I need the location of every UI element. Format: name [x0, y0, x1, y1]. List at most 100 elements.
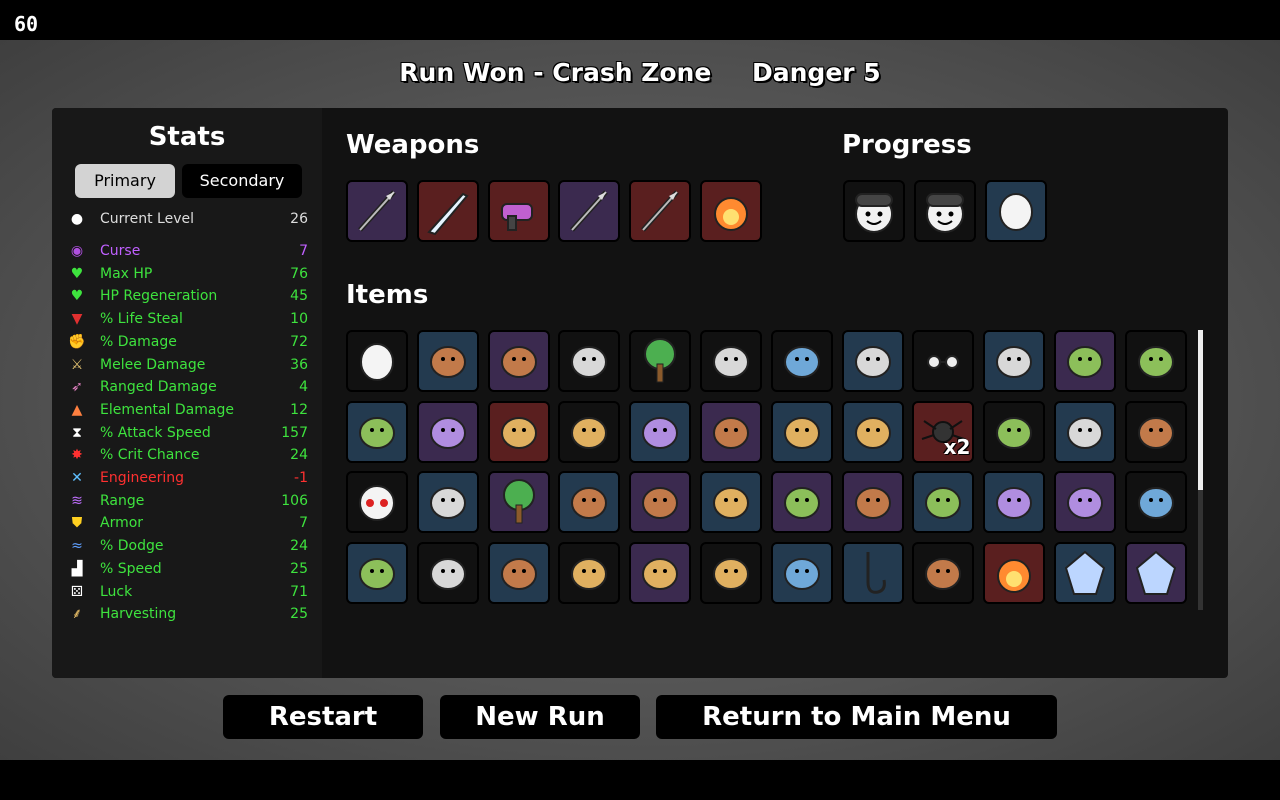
- item-slot[interactable]: [841, 400, 904, 463]
- item-slot[interactable]: [346, 330, 408, 392]
- item-slot[interactable]: [1054, 400, 1116, 463]
- item-slot[interactable]: [1054, 542, 1116, 605]
- item-slot[interactable]: [912, 330, 975, 392]
- item-slot[interactable]: [487, 330, 550, 392]
- item-slot[interactable]: [629, 330, 692, 392]
- stat-label: Current Level: [100, 211, 194, 227]
- item-slot[interactable]: [983, 400, 1046, 463]
- item-slot[interactable]: [1124, 400, 1187, 463]
- stat-value: 10: [290, 311, 308, 328]
- progress-slot[interactable]: [843, 180, 905, 242]
- item-slot[interactable]: [346, 471, 408, 534]
- tab-secondary[interactable]: Secondary: [182, 164, 302, 198]
- item-slot[interactable]: [770, 471, 833, 534]
- item-slot[interactable]: [841, 542, 904, 605]
- item-slot[interactable]: [912, 542, 975, 605]
- item-slot[interactable]: [416, 542, 479, 605]
- item-slot[interactable]: [416, 400, 479, 463]
- fedora-character-icon: [916, 182, 974, 240]
- item-slot[interactable]: x2: [912, 400, 975, 463]
- item-slot[interactable]: [700, 542, 762, 605]
- treasure-map-icon: [773, 544, 831, 602]
- heart-plus-icon: ♥: [70, 288, 84, 305]
- boot-icon: ▟: [71, 560, 83, 577]
- item-slot[interactable]: [983, 471, 1046, 534]
- stat-value: 25: [290, 606, 308, 623]
- flame-icon: ▲: [71, 401, 83, 418]
- main-menu-button[interactable]: Return to Main Menu: [656, 695, 1057, 739]
- item-slot[interactable]: [487, 542, 550, 605]
- curse-eye-icon: ◉: [70, 243, 84, 259]
- stat-label: Armor: [100, 515, 144, 532]
- stat-value: 36: [290, 356, 308, 373]
- item-slot[interactable]: [983, 330, 1046, 392]
- item-slot[interactable]: [558, 542, 621, 605]
- range-waves-icon: ≋: [71, 492, 83, 509]
- items-scrollbar-thumb[interactable]: [1198, 330, 1203, 490]
- progress-slot[interactable]: [984, 180, 1047, 242]
- item-slot[interactable]: [487, 400, 550, 463]
- sword-icon: ⚔: [70, 356, 84, 373]
- weapon-slot[interactable]: [487, 180, 550, 242]
- item-slot[interactable]: [558, 471, 621, 534]
- items-scrollbar[interactable]: [1198, 330, 1203, 610]
- item-slot[interactable]: [770, 330, 833, 392]
- stat-label: Range: [100, 492, 145, 509]
- item-slot[interactable]: [346, 542, 408, 605]
- weapon-slot[interactable]: [558, 180, 621, 242]
- hook-icon: [844, 544, 902, 602]
- dice-icon: ⚄: [70, 583, 84, 600]
- level-up-icon: ●: [70, 211, 84, 227]
- item-slot[interactable]: [416, 330, 479, 392]
- items-title: Items: [346, 280, 429, 310]
- restart-button[interactable]: Restart: [223, 695, 423, 739]
- item-slot[interactable]: [558, 330, 621, 392]
- item-slot[interactable]: [416, 471, 479, 534]
- item-slot[interactable]: [558, 400, 621, 463]
- tentacle-icon: [1056, 403, 1114, 461]
- item-slot[interactable]: [629, 471, 692, 534]
- item-slot[interactable]: [629, 400, 692, 463]
- weapon-slot[interactable]: [629, 180, 692, 242]
- item-slot[interactable]: [1124, 542, 1187, 605]
- item-slot[interactable]: [1124, 330, 1187, 392]
- weapon-slot[interactable]: [416, 180, 479, 242]
- item-slot[interactable]: [983, 542, 1046, 605]
- stat-value: 12: [290, 401, 308, 418]
- drill-arm-icon: [985, 332, 1043, 390]
- item-slot[interactable]: [629, 542, 692, 605]
- item-slot[interactable]: [770, 400, 833, 463]
- item-slot[interactable]: [700, 400, 762, 463]
- item-slot[interactable]: [1054, 330, 1116, 392]
- item-slot[interactable]: [1054, 471, 1116, 534]
- stat-value: 25: [290, 560, 308, 577]
- rocket-icon: [1127, 332, 1185, 390]
- weapon-slot[interactable]: [346, 180, 408, 242]
- new-run-button[interactable]: New Run: [440, 695, 640, 739]
- tab-primary[interactable]: Primary: [75, 164, 175, 198]
- item-slot[interactable]: [841, 330, 904, 392]
- horned-beetle-icon: [773, 473, 831, 531]
- item-slot[interactable]: [700, 330, 762, 392]
- item-slot[interactable]: [487, 471, 550, 534]
- stat-value: 24: [290, 447, 308, 464]
- dynamite-icon: [1127, 403, 1185, 461]
- item-slot[interactable]: [346, 400, 408, 463]
- progress-slot[interactable]: [913, 180, 976, 242]
- ice-cube-icon: [1056, 544, 1114, 602]
- fireball-icon: [702, 182, 760, 240]
- weapon-slot[interactable]: [700, 180, 762, 242]
- item-slot[interactable]: [841, 471, 904, 534]
- stat-value: 76: [290, 265, 308, 282]
- item-slot[interactable]: [700, 471, 762, 534]
- item-slot[interactable]: [770, 542, 833, 605]
- item-slot[interactable]: [1124, 471, 1187, 534]
- item-slot[interactable]: [912, 471, 975, 534]
